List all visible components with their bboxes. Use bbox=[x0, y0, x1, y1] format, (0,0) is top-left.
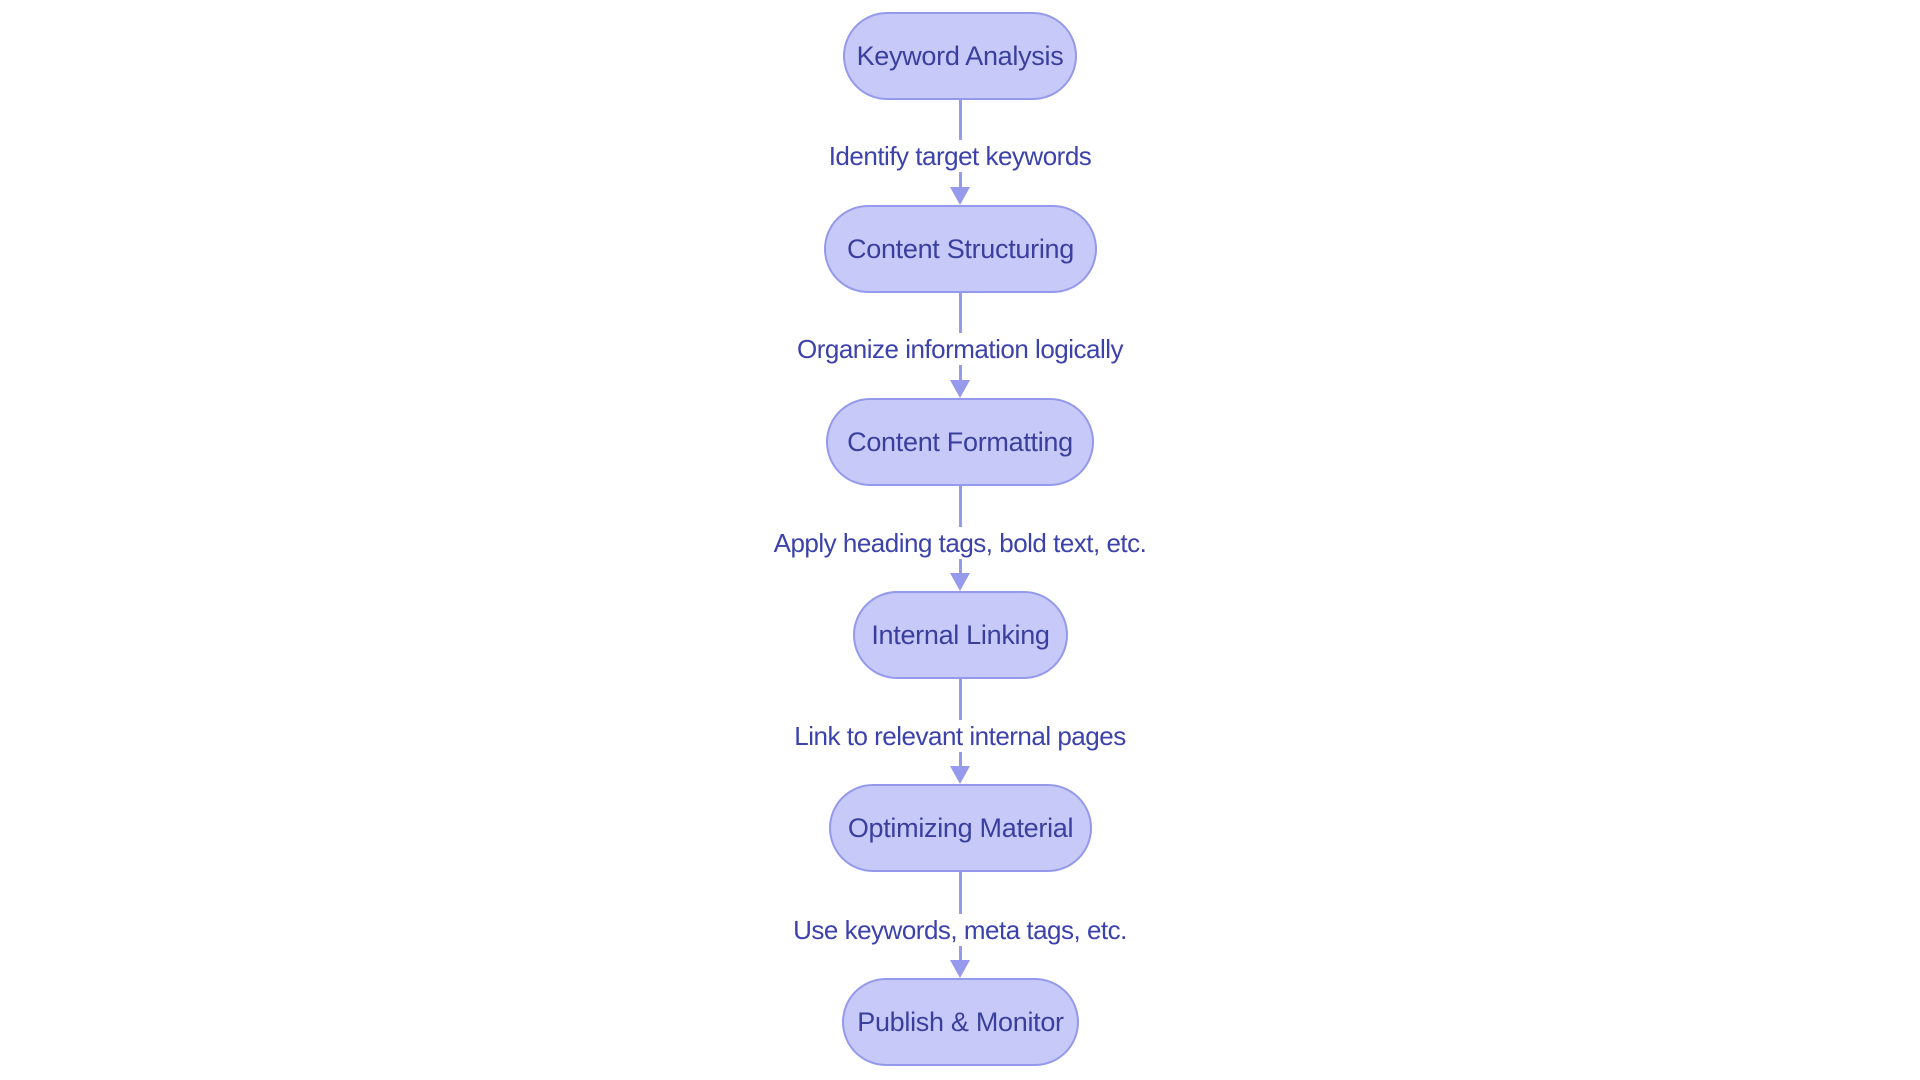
flow-node-internal-linking: Internal Linking bbox=[853, 591, 1068, 679]
edge-label: Use keywords, meta tags, etc. bbox=[787, 914, 1133, 946]
arrowhead-down-icon bbox=[950, 187, 970, 205]
flow-node-publish-monitor: Publish & Monitor bbox=[842, 978, 1079, 1066]
flow-node-keyword-analysis: Keyword Analysis bbox=[843, 12, 1077, 100]
edge-label: Identify target keywords bbox=[822, 140, 1098, 172]
arrowhead-down-icon bbox=[950, 766, 970, 784]
flow-node-optimizing-material: Optimizing Material bbox=[829, 784, 1092, 872]
edge-label: Link to relevant internal pages bbox=[788, 720, 1132, 752]
flow-node-content-formatting: Content Formatting bbox=[826, 398, 1094, 486]
arrowhead-down-icon bbox=[950, 380, 970, 398]
flow-node-content-structuring: Content Structuring bbox=[824, 205, 1097, 293]
edge-label: Apply heading tags, bold text, etc. bbox=[767, 527, 1153, 559]
edge-label: Organize information logically bbox=[790, 333, 1130, 365]
arrowhead-down-icon bbox=[950, 573, 970, 591]
arrowhead-down-icon bbox=[950, 960, 970, 978]
